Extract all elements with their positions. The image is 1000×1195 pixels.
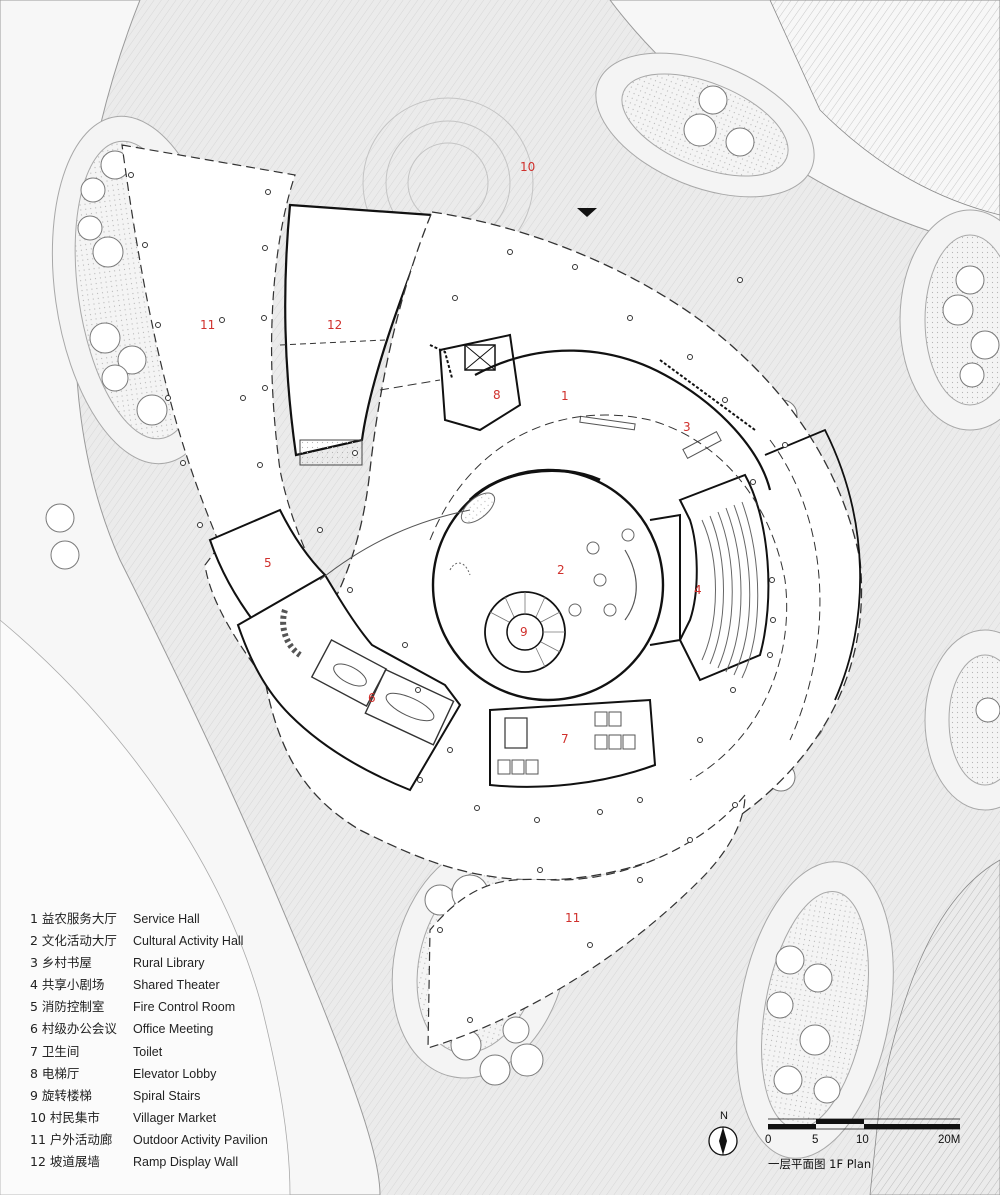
legend-item-cn: 2 文化活动大厅 <box>30 933 117 949</box>
legend-item: 3 乡村书屋 Rural Library <box>30 952 268 974</box>
legend-item: 5 消防控制室 Fire Control Room <box>30 996 268 1018</box>
legend-item-en: Spiral Stairs <box>133 1088 201 1103</box>
library-desk <box>682 430 722 460</box>
elevator-shaft <box>464 344 496 371</box>
room-label-6: 6 <box>368 691 376 705</box>
legend-item-cn: 3 乡村书屋 <box>30 955 92 971</box>
room-label-11-south: 11 <box>565 911 580 925</box>
scale-tick-10: 10 <box>856 1134 869 1146</box>
legend-item-en: Outdoor Activity Pavilion <box>133 1132 268 1147</box>
legend-item-cn: 1 益农服务大厅 <box>30 911 117 926</box>
east-pavilion-wall <box>764 428 862 701</box>
legend-item-en: Elevator Lobby <box>133 1066 217 1081</box>
seating-arc-office <box>280 609 302 658</box>
room-label-9: 9 <box>520 625 528 639</box>
scale-tick-0: 0 <box>765 1134 772 1146</box>
ramp-wall-dashed <box>279 339 386 346</box>
service-serrated-wall <box>429 344 453 379</box>
legend-item-cn: 6 村级办公会议 <box>30 1021 117 1037</box>
legend-item-cn: 9 旋转楼梯 <box>30 1087 92 1103</box>
theater-stage-wall <box>649 513 681 646</box>
legend-item: 6 村级办公会议 Office Meeting <box>30 1018 268 1040</box>
room-label-4: 4 <box>694 583 702 597</box>
legend-item-en: Shared Theater <box>133 978 220 993</box>
scale-tick-5: 5 <box>812 1134 819 1146</box>
columns <box>128 172 788 1023</box>
legend-item-cn: 10 村民集市 <box>30 1109 100 1125</box>
legend: 1 益农服务大厅 Service Hall 2 文化活动大厅 Cultural Act… <box>30 908 268 1173</box>
scale-bar-graphic <box>768 1118 960 1130</box>
room-label-12: 12 <box>327 318 342 332</box>
meeting-table-small <box>333 663 367 687</box>
legend-item-cn: 11 户外活动廊 <box>30 1131 113 1147</box>
legend-item: 9 旋转楼梯 Spiral Stairs <box>30 1085 268 1107</box>
shared-theater <box>678 473 770 682</box>
elevator-cross-b <box>464 344 496 371</box>
room-label-3: 3 <box>683 420 691 434</box>
north-arrow-icon <box>708 1126 738 1156</box>
legend-item: 2 文化活动大厅 Cultural Activity Hall <box>30 930 268 952</box>
spiral-stair-treads <box>489 592 565 668</box>
scale-bar: N 0 5 10 20M 一层平面图 1F Plan <box>708 1110 978 1180</box>
entrance-triangle-icon <box>577 208 597 217</box>
room-label-2: 2 <box>557 563 565 577</box>
legend-item-cn: 12 坡道展墙 <box>30 1154 100 1170</box>
meeting-table-large <box>385 692 435 722</box>
legend-item-cn: 8 电梯厅 <box>30 1065 80 1081</box>
north-label: N <box>720 1110 728 1122</box>
legend-item-en: Toilet <box>133 1044 163 1059</box>
legend-item-en: Cultural Activity Hall <box>133 934 244 949</box>
legend-item: 1 益农服务大厅 Service Hall <box>30 908 268 930</box>
east-dashed-ring <box>769 439 821 741</box>
scale-tick-20m: 20M <box>938 1134 961 1146</box>
room-label-7: 7 <box>561 732 569 746</box>
legend-item-cn: 7 卫生间 <box>30 1043 80 1059</box>
legend-item: 12 坡道展墙 Ramp Display Wall <box>30 1151 268 1173</box>
entry-ramp-line <box>319 509 471 581</box>
meeting-room-small <box>310 638 388 708</box>
legend-item: 11 户外活动廊 Outdoor Activity Pavilion <box>30 1129 268 1151</box>
legend-item-en: Villager Market <box>133 1110 217 1125</box>
legend-item-en: Fire Control Room <box>133 1000 236 1015</box>
service-counter <box>579 415 636 431</box>
legend-item: 8 电梯厅 Elevator Lobby <box>30 1063 268 1085</box>
legend-item-en: Office Meeting <box>133 1022 214 1037</box>
legend-item: 4 共享小剧场 Shared Theater <box>30 974 268 996</box>
legend-item-cn: 5 消防控制室 <box>30 999 105 1015</box>
room-label-8: 8 <box>493 388 501 402</box>
meeting-room-large <box>364 668 455 746</box>
hall-curved-partition <box>468 469 601 502</box>
hall-reception-arc <box>449 562 471 576</box>
elevator-lobby <box>438 333 522 432</box>
legend-item: 10 村民集市 Villager Market <box>30 1107 268 1129</box>
theater-seating <box>701 501 759 679</box>
office-meeting-wing <box>236 573 462 792</box>
ramp-hatch <box>299 439 363 466</box>
ring-corridor-dashed <box>429 414 788 781</box>
road-west-inner <box>0 619 291 1195</box>
toilet-block <box>489 698 657 788</box>
toilet-elevator-shaft <box>504 717 528 749</box>
legend-item-cn: 4 共享小剧场 <box>30 977 105 993</box>
room-label-1: 1 <box>561 389 569 403</box>
legend-item-en: Ramp Display Wall <box>133 1155 239 1170</box>
legend-item: 7 卫生间 Toilet <box>30 1041 268 1063</box>
room-label-5: 5 <box>264 556 272 570</box>
entry-threshold <box>379 379 441 391</box>
parking-southeast <box>869 859 1000 1195</box>
hall-planter <box>460 492 496 524</box>
hall-tables <box>568 528 635 617</box>
legend-item-en: Service Hall <box>133 912 200 926</box>
room-label-10: 10 <box>520 160 535 174</box>
toilet-stalls <box>497 711 636 775</box>
plan-title: 一层平面图 1F Plan <box>768 1157 872 1171</box>
legend-item-en: Rural Library <box>133 956 205 971</box>
service-hall-wall <box>474 349 772 491</box>
parking-north <box>769 0 1000 216</box>
hall-bar-counter <box>624 549 637 621</box>
room-label-11-west: 11 <box>200 318 215 332</box>
outdoor-pavilion-south <box>427 793 746 1049</box>
